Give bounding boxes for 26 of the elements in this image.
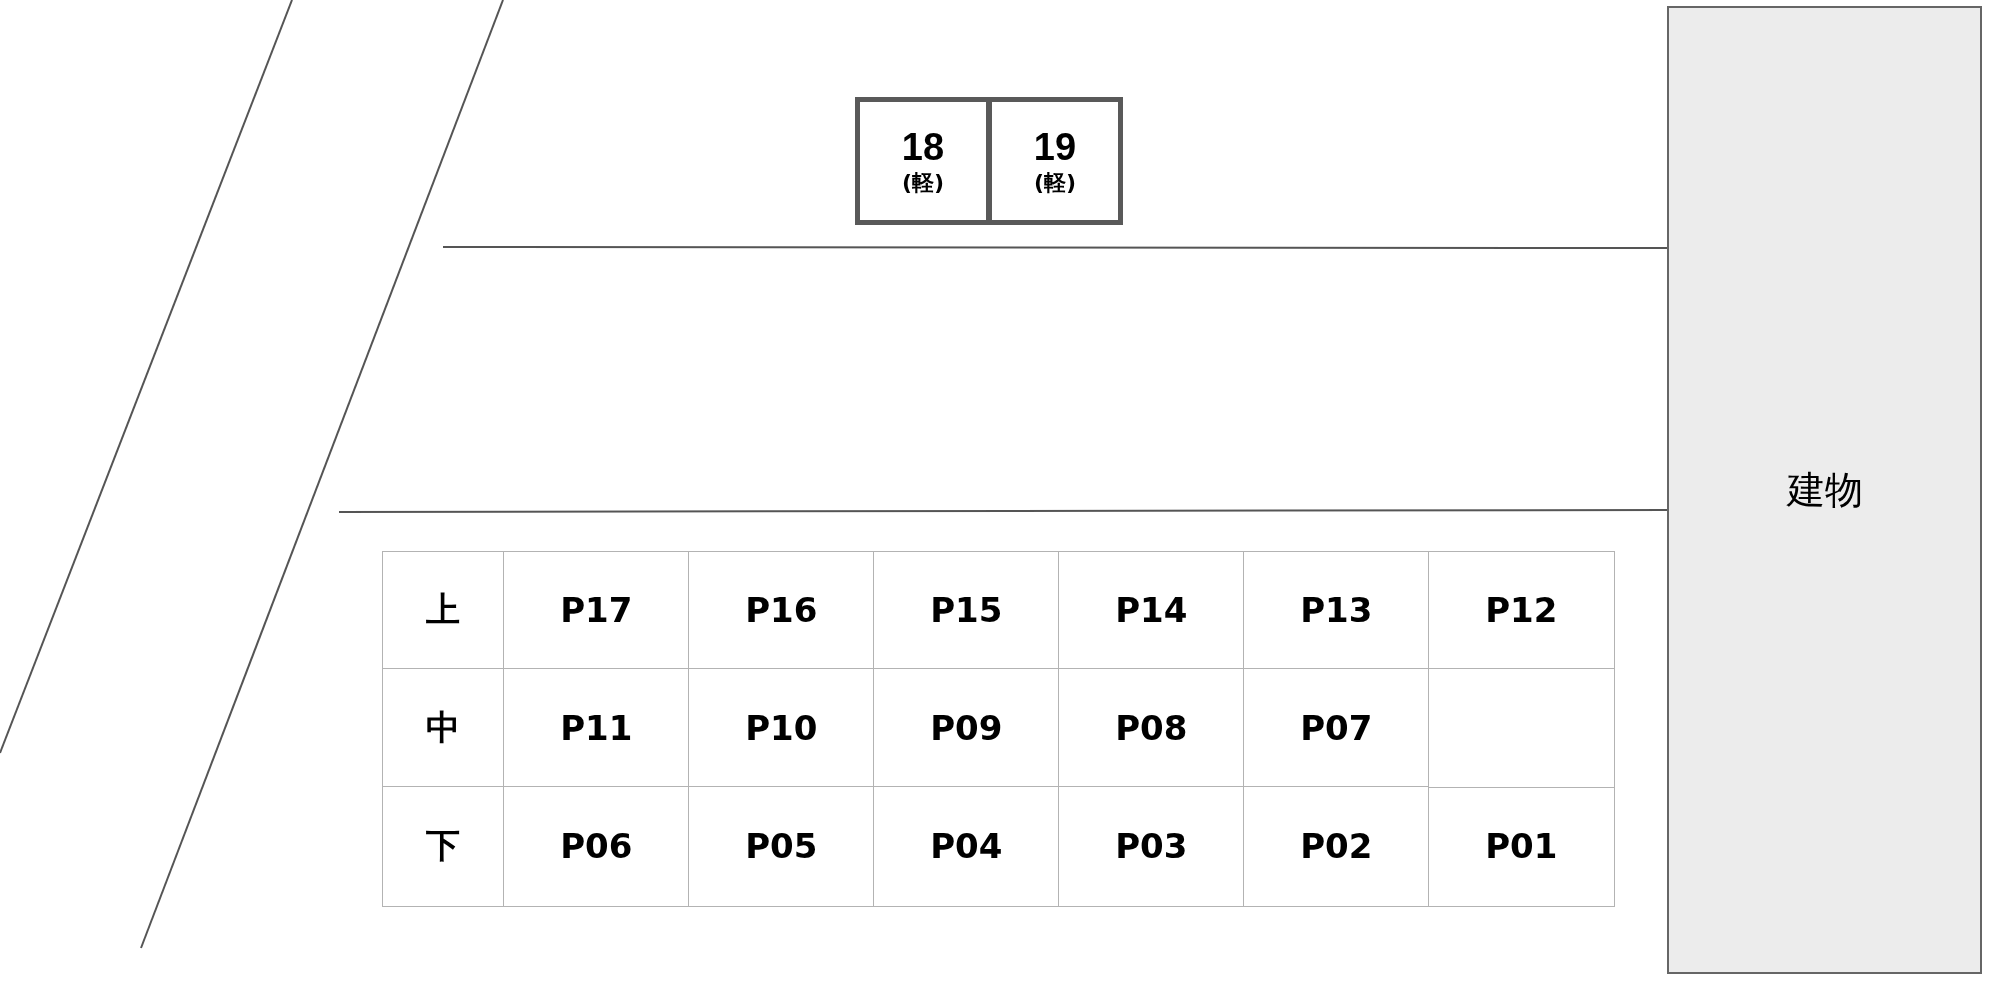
space-number: 18 (901, 125, 945, 169)
parking-space-cell: P05 (688, 786, 875, 907)
row-header-cell: 上 (382, 551, 505, 670)
parking-space-cell: P07 (1243, 668, 1430, 788)
parking-space-cell: P11 (503, 668, 690, 788)
parking-space-cell: P08 (1058, 668, 1245, 788)
parking-space-cell: P15 (873, 551, 1060, 670)
parking-space-cell: P01 (1428, 786, 1615, 907)
parking-space-cell: P04 (873, 786, 1060, 907)
building-block (1667, 6, 1982, 974)
parking-space-cell: P12 (1428, 551, 1615, 670)
parking-space-cell: P16 (688, 551, 875, 670)
row-header-cell: 中 (382, 668, 505, 788)
space-note: (軽) (1033, 169, 1077, 197)
parking-space-cell: P14 (1058, 551, 1245, 670)
building-label: 建物 (1786, 466, 1863, 514)
parking-space-cell: P02 (1243, 786, 1430, 907)
parking-space-cell: P09 (873, 668, 1060, 788)
parking-space-cell: P06 (503, 786, 690, 907)
space-number: 19 (1033, 125, 1077, 169)
parking-space-cell: P13 (1243, 551, 1430, 670)
parking-space-cell: P03 (1058, 786, 1245, 907)
space-note: (軽) (901, 169, 945, 197)
parking-space-cell: P17 (503, 551, 690, 670)
parking-space-cell: P10 (688, 668, 875, 788)
row-header-cell: 下 (382, 786, 505, 907)
